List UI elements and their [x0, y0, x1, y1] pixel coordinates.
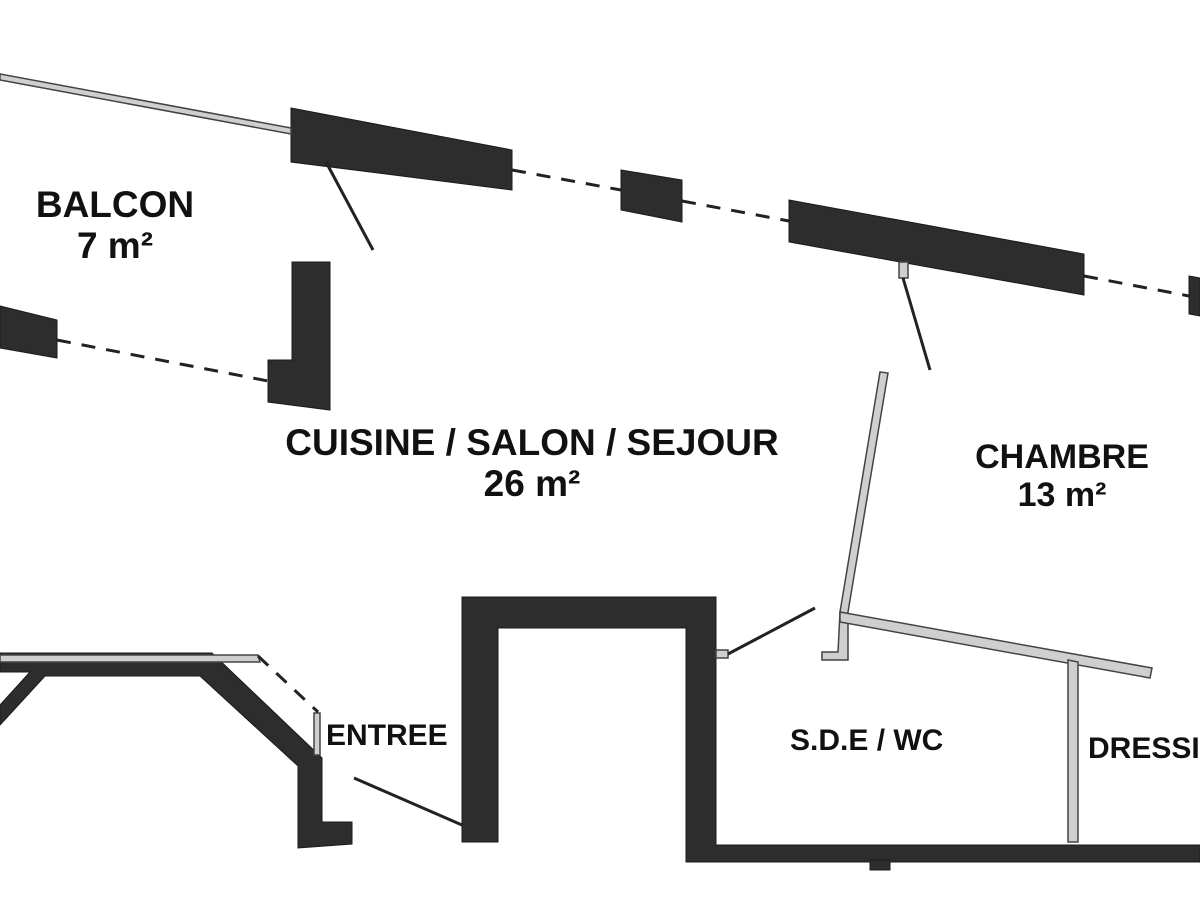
room-name: CHAMBRE — [975, 438, 1149, 476]
room-area: 7 m² — [76, 225, 154, 267]
wall-segment — [0, 652, 353, 849]
wall-segment — [0, 305, 58, 359]
wall-segment — [290, 107, 513, 191]
room-name: S.D.E / WC — [790, 724, 944, 757]
partition — [0, 73, 292, 135]
door-swings — [324, 161, 932, 827]
partition-walls — [0, 73, 1153, 843]
window-opening — [1083, 274, 1190, 298]
room-area: 13 m² — [1017, 476, 1107, 515]
room-label-sejour: CUISINE / SALON / SEJOUR 26 m² — [262, 422, 802, 505]
window-opening — [511, 168, 622, 192]
room-name: ENTREE — [326, 719, 448, 752]
door-leaf — [727, 606, 816, 656]
room-label-chambre: CHAMBRE 13 m² — [962, 438, 1162, 514]
partition — [715, 649, 729, 659]
room-name: CUISINE / SALON / SEJOUR — [285, 422, 779, 463]
room-label-sde: S.D.E / WC — [790, 724, 970, 758]
wall-segment — [461, 596, 1200, 863]
partition — [313, 712, 321, 756]
wall-segment — [1188, 275, 1200, 317]
room-name: BALCON — [35, 184, 195, 225]
wall-segment — [620, 169, 683, 223]
room-name: DRESSING — [1088, 732, 1200, 765]
partition — [898, 261, 909, 279]
partition — [821, 371, 889, 661]
door-leaf — [324, 161, 375, 251]
exterior-walls — [0, 107, 1200, 871]
openings — [56, 168, 1190, 714]
window-opening — [56, 338, 269, 383]
wall-segment — [788, 199, 1085, 296]
window-opening — [256, 654, 320, 714]
partition — [0, 654, 261, 663]
window-opening — [681, 199, 790, 223]
partition — [1067, 659, 1079, 843]
partition — [839, 611, 1153, 679]
room-label-dressing: DRESSING — [1088, 732, 1200, 766]
room-label-balcon: BALCON 7 m² — [20, 184, 210, 267]
wall-segment — [267, 261, 331, 411]
wall-segment — [869, 859, 891, 871]
door-leaf — [353, 776, 463, 827]
room-label-entree: ENTREE — [326, 719, 456, 753]
door-leaf — [901, 277, 932, 371]
room-area: 26 m² — [483, 463, 581, 505]
